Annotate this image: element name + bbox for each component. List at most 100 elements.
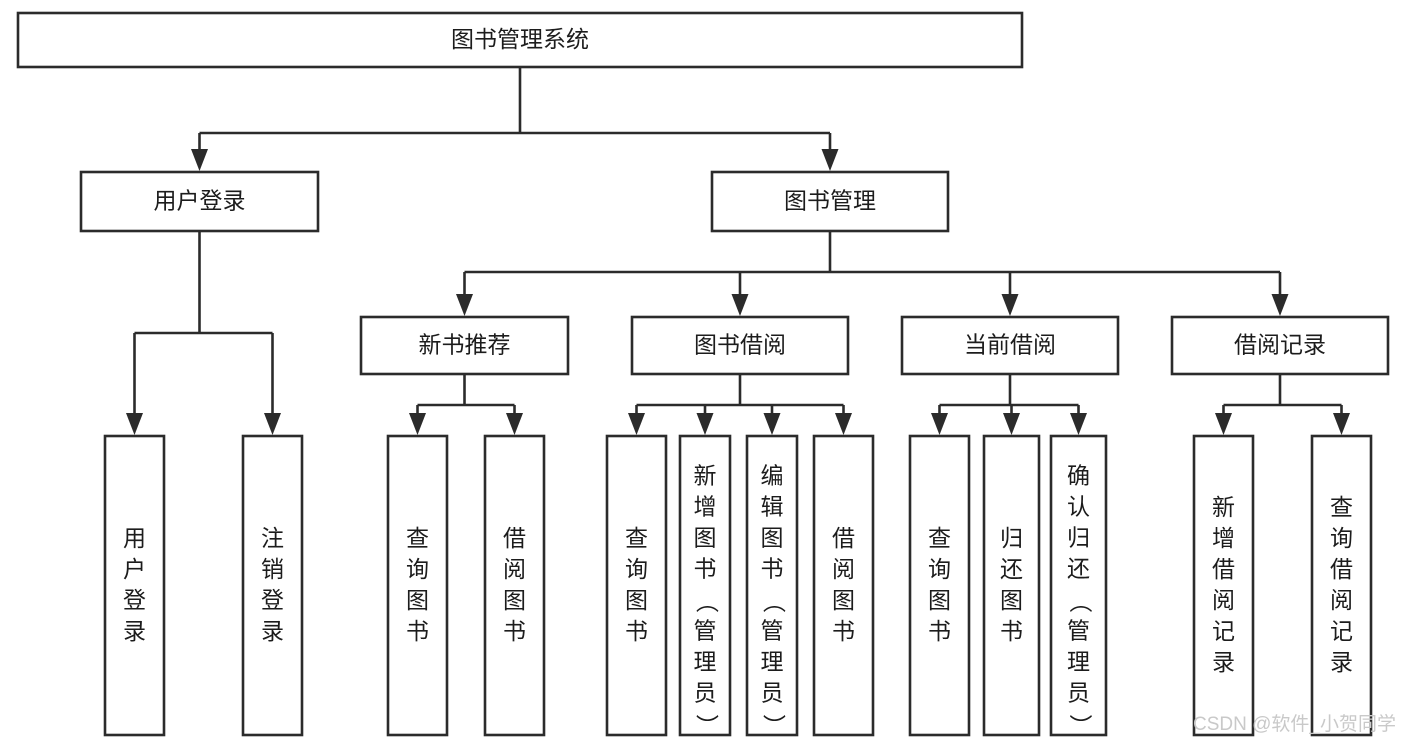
node-label: 新书推荐 [419, 332, 511, 358]
node-label-char: 员 [761, 680, 784, 706]
node-box [1049, 434, 1108, 737]
arrow-head-icon [1001, 294, 1019, 316]
node-box [678, 434, 732, 737]
node-label-char: 图 [406, 587, 429, 613]
node-label-char: 归 [1067, 525, 1090, 551]
node-new-book-rec[interactable]: 新书推荐 [359, 315, 570, 376]
node-box [79, 170, 320, 233]
node-label-char: 图 [1000, 587, 1023, 613]
node-label-char: 借 [1212, 556, 1235, 582]
node-label-char: 图 [928, 587, 951, 613]
node-label-char: 图 [694, 525, 717, 551]
arrow-head-icon [835, 413, 852, 435]
node-label-char: 理 [761, 649, 784, 675]
node-label-char: 登 [123, 587, 146, 613]
node-label-char: 图 [832, 587, 855, 613]
node-user-login[interactable]: 用户登录 [79, 170, 320, 233]
node-label-char: 图 [503, 587, 526, 613]
node-label-char: 新 [1212, 494, 1235, 520]
node-label-char: 编 [761, 463, 784, 489]
node-box [812, 434, 875, 737]
node-label-char: 书 [832, 618, 855, 644]
arrow-head-icon [731, 294, 749, 316]
node-box [386, 434, 449, 737]
connector-layer [126, 67, 1350, 435]
node-label-char: 记 [1330, 618, 1353, 644]
arrow-head-icon [191, 149, 208, 171]
node-label-char: 书 [761, 556, 784, 582]
node-label-char: 查 [928, 525, 951, 551]
arrow-head-icon [931, 413, 948, 435]
node-box [1192, 434, 1255, 737]
node-label-char: 询 [928, 556, 951, 582]
node-label-char: 归 [1000, 525, 1023, 551]
node-root[interactable]: 图书管理系统 [16, 11, 1024, 69]
node-book-manage[interactable]: 图书管理 [710, 170, 950, 233]
node-label-char: 用 [123, 525, 146, 551]
node-label-char: 借 [503, 525, 526, 551]
node-label-char: 查 [625, 525, 648, 551]
arrow-head-icon [1333, 413, 1350, 435]
node-label: 图书借阅 [694, 332, 786, 358]
arrow-head-icon [1070, 413, 1087, 435]
node-box [241, 434, 304, 737]
node-label-char: 书 [928, 618, 951, 644]
node-label-char: 书 [625, 618, 648, 644]
node-label-char: （ [1067, 590, 1093, 613]
node-box [982, 434, 1041, 737]
node-label-char: 确 [1067, 463, 1090, 489]
node-label-char: 管 [1067, 618, 1090, 644]
node-label-char: 查 [406, 525, 429, 551]
node-label-char: 登 [261, 587, 284, 613]
node-label-char: （ [694, 590, 720, 613]
node-label-char: 员 [1067, 680, 1090, 706]
node-label-char: 理 [1067, 649, 1090, 675]
node-layer: 图书管理系统用户登录图书管理新书推荐图书借阅当前借阅借阅记录用户登录注销登录查询… [16, 11, 1390, 737]
node-label-char: 录 [1330, 649, 1353, 675]
node-box [908, 434, 971, 737]
node-label-char: 理 [694, 649, 717, 675]
node-book-borrow[interactable]: 图书借阅 [630, 315, 850, 376]
node-label-char: 管 [761, 618, 784, 644]
node-box [359, 315, 570, 376]
node-borrow-record[interactable]: 借阅记录 [1170, 315, 1390, 376]
node-label-char: 借 [1330, 556, 1353, 582]
arrow-head-icon [628, 413, 645, 435]
node-label-char: 询 [625, 556, 648, 582]
arrow-head-icon [696, 413, 714, 435]
node-label-char: 记 [1212, 618, 1235, 644]
node-label-char: 注 [261, 525, 284, 551]
node-label-char: 销 [261, 556, 284, 582]
node-label-char: 阅 [503, 556, 526, 582]
arrow-head-icon [1003, 413, 1020, 435]
node-label-char: 管 [694, 618, 717, 644]
arrow-head-icon [126, 413, 143, 435]
node-box [900, 315, 1120, 376]
watermark-label: CSDN @软件_小贺同学 [1193, 713, 1396, 735]
node-box [1310, 434, 1373, 737]
node-label-char: 图 [761, 525, 784, 551]
node-label: 用户登录 [154, 188, 246, 214]
node-leaf-user-login[interactable]: 用户登录 [103, 434, 166, 737]
node-label: 图书管理系统 [451, 26, 589, 52]
node-label-char: 询 [406, 556, 429, 582]
node-label-char: ） [694, 714, 720, 737]
node-current-borrow[interactable]: 当前借阅 [900, 315, 1120, 376]
node-box [16, 11, 1024, 69]
node-label-char: 录 [261, 618, 284, 644]
node-label-char: 阅 [1212, 587, 1235, 613]
node-label-char: 认 [1067, 494, 1090, 520]
